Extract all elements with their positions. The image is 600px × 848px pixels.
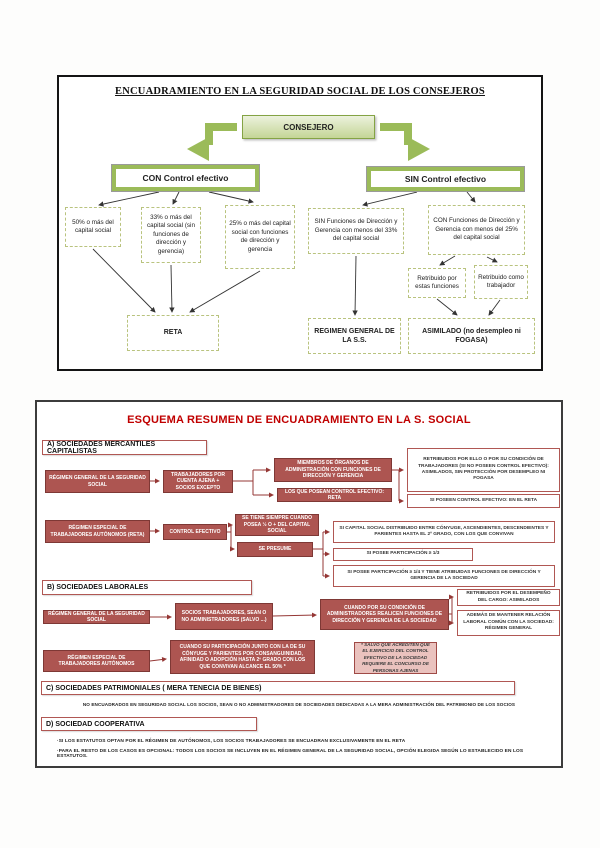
- b1-note-asimilados: RETRIBUIDOS POR EL DESEMPEÑO DEL CARGO: …: [457, 589, 560, 606]
- section-d-line2: ·PARA EL RESTO DE LOS CASOS ES OPCIONAL:…: [57, 749, 524, 759]
- green-elbow-right: [380, 123, 412, 145]
- case-50pct-box: 50% o más del capital social: [65, 207, 121, 247]
- con-control-box: CON Control efectivo: [111, 164, 260, 192]
- top-title: ENCUADRAMIENTO EN LA SEGURIDAD SOCIAL DE…: [115, 86, 485, 97]
- green-arrowhead-right: [408, 137, 430, 161]
- asimilado-result-box: ASIMILADO (no desempleo ni FOGASA): [408, 318, 535, 354]
- a2-se-presume-box: SE PRESUME: [237, 542, 313, 557]
- a2-se-tiene-box: SE TIENE SIEMPRE CUANDO POSEA ½ O + DEL …: [235, 514, 319, 536]
- green-elbow-left: [205, 123, 237, 145]
- a1-control-efectivo-box: LOS QUE POSEAN CONTROL EFECTIVO: RETA: [277, 488, 392, 502]
- case-sin-funciones-box: SIN Funciones de Dirección y Gerencia co…: [308, 208, 404, 254]
- section-c-text: NO ENCUADRADOS EN SEGURIDAD SOCIAL LOS S…: [82, 702, 516, 707]
- a2-note-conyuge: SI CAPITAL SOCIAL DISTRIBUIDO ENTRE CÓNY…: [333, 521, 555, 543]
- a2-reta-box: RÉGIMEN ESPECIAL DE TRABAJADORES AUTÓNOM…: [45, 520, 150, 543]
- a2-note-cuarto: SI POSEE PARTICIPACIÓN ≥ 1/4 Y TIENE ATR…: [333, 565, 555, 587]
- retribuido-funciones-box: Retribuido por estas funciones: [408, 268, 466, 298]
- b1-socios-trabajadores-box: SOCIOS TRABAJADORES, SEAN O NO ADMINISTR…: [175, 603, 273, 630]
- b1-administradores-box: CUANDO POR SU CONDICIÓN DE ADMINISTRADOR…: [320, 599, 449, 630]
- section-b-header: B) SOCIEDADES LABORALES: [42, 580, 252, 595]
- b1-regimen-general-box: RÉGIMEN GENERAL DE LA SEGURIDAD SOCIAL: [43, 610, 150, 624]
- b2-participacion-box: CUANDO SU PARTICIPACIÓN JUNTO CON LA DE …: [170, 640, 315, 674]
- a1-trabajadores-box: TRABAJADORES POR CUENTA AJENA + SOCIOS E…: [163, 470, 233, 493]
- b2-reta-box: RÉGIMEN ESPECIAL DE TRABAJADORES AUTÓNOM…: [43, 650, 150, 672]
- b1-note-relacion-laboral: ADEMÁS DE MANTENER RELACIÓN LABORAL COMÚ…: [457, 610, 560, 636]
- a1-regimen-general-box: RÉGIMEN GENERAL DE LA SEGURIDAD SOCIAL: [45, 470, 150, 493]
- bottom-title: ESQUEMA RESUMEN DE ENCUADRAMIENTO EN LA …: [127, 414, 471, 426]
- top-diagram-panel: ENCUADRAMIENTO EN LA SEGURIDAD SOCIAL DE…: [57, 75, 543, 371]
- b2-salvedad-note: * SALVO QUE ACREDITEN QUE EL EJERCICIO D…: [354, 642, 437, 674]
- case-con-funciones-box: CON Funciones de Dirección y Gerencia co…: [428, 205, 525, 255]
- case-33pct-box: 33% o más del capital social (sin funcio…: [141, 207, 201, 263]
- section-d-line1: ·SI LOS ESTATUTOS OPTAN POR EL RÉGIMEN D…: [57, 739, 406, 744]
- green-arrowhead-left: [187, 137, 209, 161]
- regimen-general-result-box: REGIMEN GENERAL DE LA S.S.: [308, 318, 401, 354]
- a1-note-asimilados: RETRIBUIDOS POR ELLO O POR SU CONDICIÓN …: [407, 448, 560, 492]
- a1-miembros-organos-box: MIEMBROS DE ÓRGANOS DE ADMINISTRACIÓN CO…: [274, 458, 392, 482]
- consejero-box: CONSEJERO: [242, 115, 375, 139]
- section-a-header: A) SOCIEDADES MERCANTILES CAPITALISTAS: [42, 440, 207, 455]
- a2-control-efectivo-box: CONTROL EFECTIVO: [163, 524, 227, 540]
- case-25pct-box: 25% o más del capital social con funcion…: [225, 205, 295, 269]
- a2-note-tercio: SI POSEE PARTICIPACIÓN ≥ 1/3: [333, 548, 473, 561]
- section-d-header: D) SOCIEDAD COOPERATIVA: [41, 717, 257, 731]
- section-c-header: C) SOCIEDADES PATRIMONIALES ( MERA TENEC…: [41, 681, 515, 695]
- bottom-diagram-panel: ESQUEMA RESUMEN DE ENCUADRAMIENTO EN LA …: [35, 400, 563, 768]
- reta-result-box: RETA: [127, 315, 219, 351]
- sin-control-box: SIN Control efectivo: [366, 166, 525, 192]
- retribuido-trabajador-box: Retribuido como trabajador: [474, 265, 528, 299]
- a1-note-reta: SI POSEEN CONTROL EFECTIVO: EN EL RETA: [407, 494, 560, 508]
